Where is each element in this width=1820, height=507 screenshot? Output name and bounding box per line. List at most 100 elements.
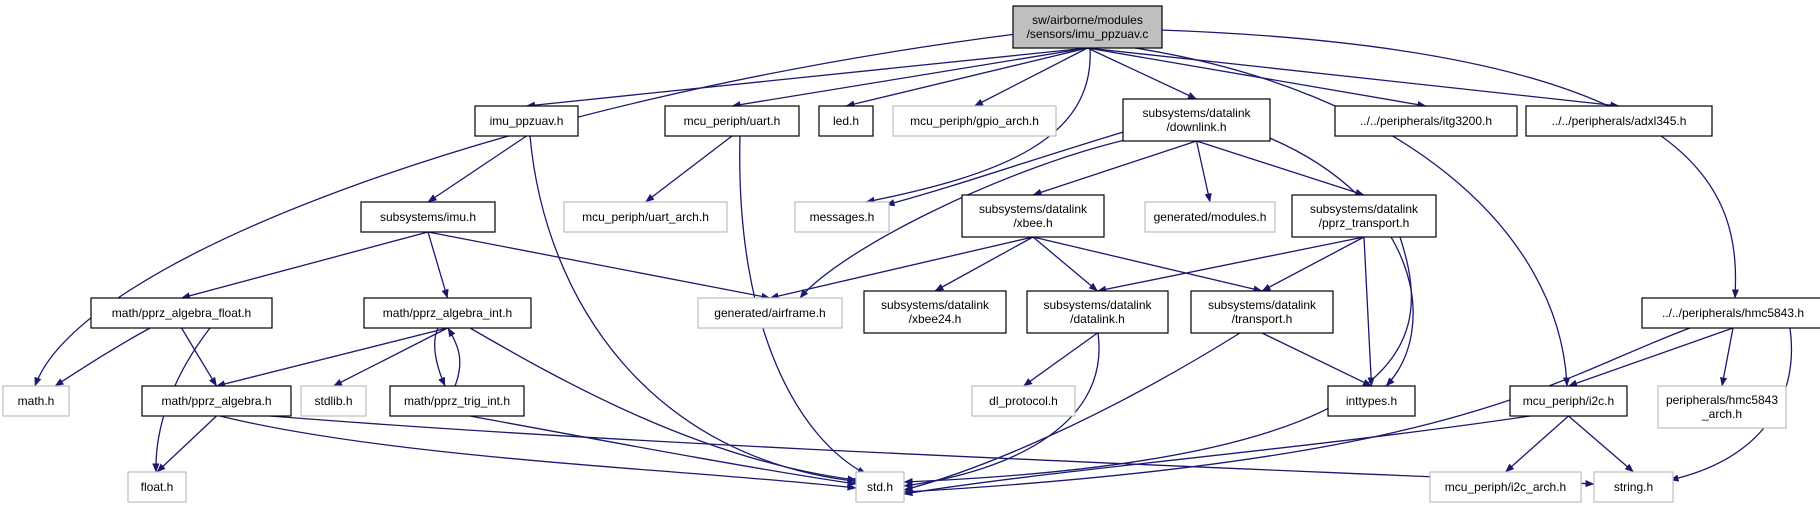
edge-path (469, 327, 857, 483)
edge-imu_h-to-algebra_int_h (427, 231, 449, 299)
node-box (818, 105, 874, 137)
node-box (1657, 385, 1787, 429)
edge-path (1363, 236, 1375, 387)
node-label: math/pprz_algebra_int.h (383, 306, 512, 320)
edge-uart_h-to-uart_arch_h (645, 135, 733, 203)
node-box (1190, 290, 1334, 334)
edge-root-to-imu_ppzuav_h (526, 47, 1088, 109)
node-transport-h[interactable]: subsystems/datalink/transport.h (1190, 290, 1334, 334)
edge-path (156, 415, 217, 473)
node-downlink-h[interactable]: subsystems/datalink/downlink.h (1122, 98, 1271, 142)
node-adxl345-h[interactable]: ../../peripherals/adxl345.h (1525, 105, 1713, 137)
edge-path (1505, 415, 1569, 473)
node-box (892, 105, 1057, 137)
edge-path (1196, 140, 1365, 196)
node-label: subsystems/datalink (1043, 298, 1152, 312)
node-algebra-float-h[interactable]: math/pprz_algebra_float.h (90, 297, 273, 329)
edge-path (903, 327, 1691, 496)
node-inttypes-h[interactable]: inttypes.h (1327, 385, 1416, 417)
node-gpio-arch-h[interactable]: mcu_periph/gpio_arch.h (892, 105, 1057, 137)
edge-path (1568, 327, 1734, 387)
edge-path (845, 47, 1088, 108)
edge-algebra_h-to-string_h (269, 415, 1595, 488)
node-box (1334, 105, 1518, 137)
node-label: ../../peripherals/hmc5843.h (1662, 306, 1804, 320)
edge-path (1261, 332, 1372, 387)
node-math-h[interactable]: math.h (2, 385, 70, 417)
edge-path (1159, 29, 1740, 299)
node-i2c-arch-h[interactable]: mcu_periph/i2c_arch.h (1429, 471, 1582, 503)
node-imu-h[interactable]: subsystems/imu.h (360, 201, 496, 233)
node-label: messages.h (810, 210, 875, 224)
edge-path (739, 135, 867, 475)
node-uart-arch-h[interactable]: mcu_periph/uart_arch.h (563, 201, 728, 233)
node-hmc5843-h[interactable]: ../../peripherals/hmc5843.h (1641, 297, 1820, 329)
node-datalink-h[interactable]: subsystems/datalink/datalink.h (1026, 290, 1169, 334)
edge-path (1032, 236, 1263, 293)
node-root[interactable]: sw/airborne/modules/sensors/imu_ppzuav.c (1012, 5, 1163, 49)
node-box (794, 201, 890, 233)
node-xbee-h[interactable]: subsystems/datalink/xbee.h (961, 194, 1105, 238)
node-box (563, 201, 728, 233)
node-uart-h[interactable]: mcu_periph/uart.h (664, 105, 800, 137)
edge-trig_int_h-to-algebra_int_h (447, 327, 461, 387)
node-label: math/pprz_algebra.h (161, 394, 271, 408)
edge-algebra_h-to-float_h (156, 415, 217, 473)
node-label: ../../peripherals/adxl345.h (1552, 114, 1687, 128)
node-dl-protocol-h[interactable]: dl_protocol.h (971, 385, 1076, 417)
node-i2c-h[interactable]: mcu_periph/i2c.h (1509, 385, 1628, 417)
node-std-h[interactable]: std.h (855, 471, 905, 503)
edge-datalink_h-to-dl_protocol_h (1023, 332, 1098, 387)
edge-path (181, 231, 429, 300)
edge-downlink_h-to-airframe_h (799, 139, 1126, 299)
node-box (1122, 98, 1271, 142)
edge-downlink_h-to-modules_h (1195, 140, 1212, 203)
edge-path (34, 33, 1017, 387)
edge-path (216, 327, 448, 388)
edge-path (469, 415, 857, 487)
edge-hmc5843_h-to-std_h (903, 327, 1691, 496)
node-airframe-h[interactable]: generated/airframe.h (697, 297, 843, 329)
edge-path (1261, 236, 1365, 292)
node-label: math.h (18, 394, 55, 408)
node-stdlib-h[interactable]: stdlib.h (300, 385, 367, 417)
node-label: ../../peripherals/itg3200.h (1360, 114, 1492, 128)
edge-algebra_float_h-to-algebra_h (180, 327, 218, 387)
node-xbee24-h[interactable]: subsystems/datalink/xbee24.h (863, 290, 1007, 334)
node-box (363, 297, 532, 329)
node-modules-h[interactable]: generated/modules.h (1144, 201, 1276, 233)
edge-xbee_h-to-airframe_h (769, 236, 1034, 300)
node-float-h[interactable]: float.h (127, 471, 187, 503)
edge-path (434, 327, 446, 387)
edge-root-to-gpio_arch_h (974, 47, 1088, 107)
node-led-h[interactable]: led.h (818, 105, 874, 137)
node-box (141, 385, 292, 417)
edge-root-to-i2c_h (1134, 47, 1571, 387)
edge-path (769, 236, 1034, 300)
node-box (90, 297, 273, 329)
edge-downlink_h-to-inttypes_h (1264, 135, 1414, 387)
node-algebra-h[interactable]: math/pprz_algebra.h (141, 385, 292, 417)
node-itg3200-h[interactable]: ../../peripherals/itg3200.h (1334, 105, 1518, 137)
node-label: generated/modules.h (1154, 210, 1267, 224)
node-label: /datalink.h (1070, 312, 1125, 326)
node-label: /pprz_transport.h (1319, 216, 1410, 230)
node-trig-int-h[interactable]: math/pprz_trig_int.h (389, 385, 525, 417)
edge-downlink_h-to-xbee_h (1032, 140, 1197, 196)
node-imu-ppzuav-h[interactable]: imu_ppzuav.h (474, 105, 579, 137)
edge-downlink_h-to-pprz_transport_h (1196, 140, 1365, 196)
edge-path (526, 47, 1088, 109)
node-label: /xbee24.h (909, 312, 962, 326)
edge-path (427, 231, 449, 299)
node-label: std.h (867, 480, 893, 494)
node-hmc5843-arch-h[interactable]: peripherals/hmc5843_arch.h (1657, 385, 1787, 429)
edge-imu_h-to-algebra_float_h (181, 231, 429, 300)
node-string-h[interactable]: string.h (1593, 471, 1674, 503)
node-box (360, 201, 496, 233)
node-pprz-transport-h[interactable]: subsystems/datalink/pprz_transport.h (1291, 194, 1437, 238)
node-algebra-int-h[interactable]: math/pprz_algebra_int.h (363, 297, 532, 329)
node-messages-h[interactable]: messages.h (794, 201, 890, 233)
node-box (1026, 290, 1169, 334)
edge-root-to-downlink_h (1087, 47, 1197, 100)
node-label: math/pprz_algebra_float.h (112, 306, 251, 320)
